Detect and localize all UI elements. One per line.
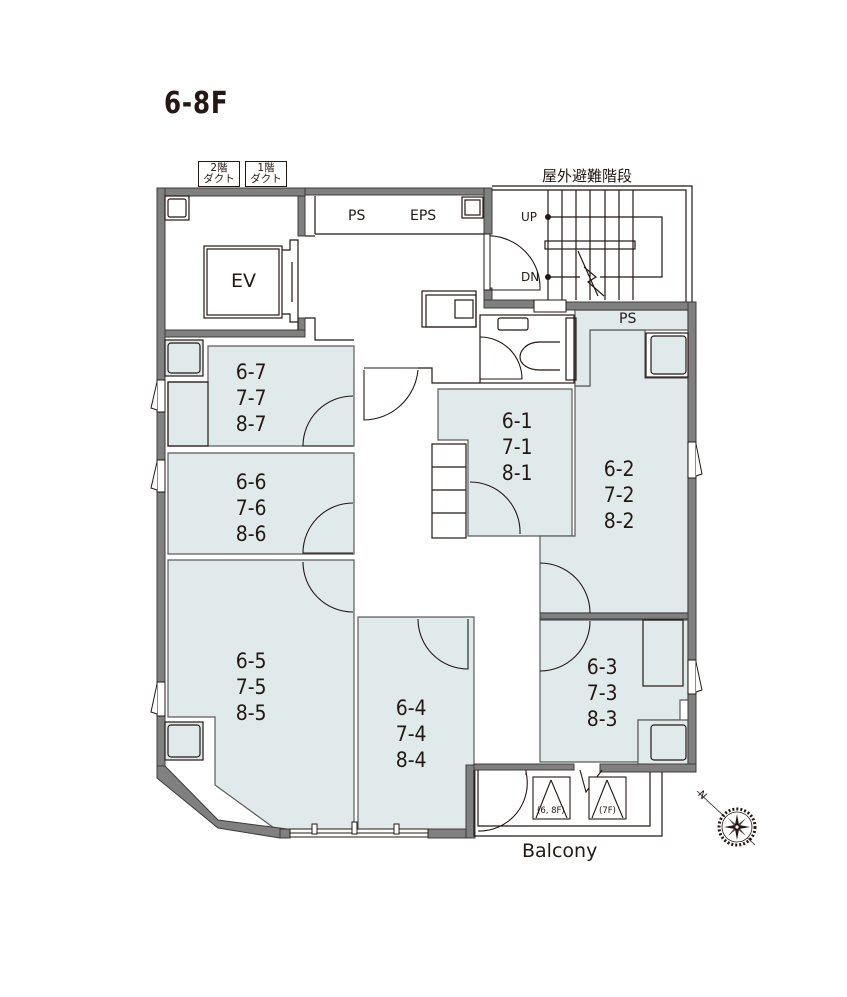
balcony-label: Balcony xyxy=(522,840,598,862)
elevator-label: EV xyxy=(231,270,257,292)
outdoor-units xyxy=(532,776,627,820)
stair-down-label: DN xyxy=(521,270,540,284)
unit-3-label: 6-3 7-3 8-3 xyxy=(587,654,618,732)
unit-4-label: 6-4 7-4 8-4 xyxy=(396,695,427,773)
white-boxes xyxy=(164,195,484,221)
unit-2-floor7: 7-2 xyxy=(603,483,635,507)
ps-label: PS xyxy=(348,208,366,224)
compass-icon xyxy=(696,790,757,847)
duct-1f-label-2: ダクト xyxy=(250,173,282,185)
unit-fills xyxy=(167,309,689,837)
windows xyxy=(150,233,703,838)
stair-down-marker xyxy=(545,274,551,280)
duct-2f: 2階 ダクト xyxy=(198,161,240,187)
duct-2f-label-2: ダクト xyxy=(203,173,235,185)
unit-4-floor7: 7-4 xyxy=(395,722,427,746)
unit-2-label: 6-2 7-2 8-2 xyxy=(604,456,635,534)
outdoor-unit-label-6-8f: (6, 8F) xyxy=(537,806,565,816)
unit-5-label: 6-5 7-5 8-5 xyxy=(236,648,267,726)
unit-3-floor7: 7-3 xyxy=(586,681,618,705)
eps-label: EPS xyxy=(410,208,437,224)
stair-up-label: UP xyxy=(521,210,538,224)
unit-1-label: 6-1 7-1 8-1 xyxy=(502,408,533,486)
unit-2-floor6: 6-2 xyxy=(603,457,635,481)
unit-1-floor7: 7-1 xyxy=(501,435,533,459)
unit-5-floor7: 7-5 xyxy=(235,675,267,699)
unit-2-floor8: 8-2 xyxy=(603,509,635,533)
unit-7-floor7: 7-7 xyxy=(235,386,267,410)
unit-4-floor8: 8-4 xyxy=(395,748,427,772)
duct-1f: 1階 ダクト xyxy=(245,161,287,187)
unit-5-floor8: 8-5 xyxy=(235,701,267,725)
unit-5-floor6: 6-5 xyxy=(235,649,267,673)
partitions xyxy=(167,185,693,837)
unit-1-floor8: 8-1 xyxy=(501,461,533,485)
unit-4-floor6: 6-4 xyxy=(395,696,427,720)
unit-7-floor6: 6-7 xyxy=(235,360,267,384)
outdoor-unit-label-7f: (7F) xyxy=(599,806,616,816)
stair-up-marker xyxy=(545,214,551,220)
unit-6-floor7: 7-6 xyxy=(235,496,267,520)
unit-7-floor8: 8-7 xyxy=(235,412,267,436)
floor-title: 6-8F xyxy=(164,86,229,121)
shaft-boxes xyxy=(164,335,687,761)
unit-7-label: 6-7 7-7 8-7 xyxy=(236,359,267,437)
duct-1f-label-1: 1階 xyxy=(257,162,275,174)
unit-6-floor6: 6-6 xyxy=(235,470,267,494)
outdoor-stair-label: 屋外避難階段 xyxy=(542,167,633,185)
duct-2f-label-1: 2階 xyxy=(210,162,228,174)
unit-3-floor8: 8-3 xyxy=(586,707,618,731)
unit-3-floor6: 6-3 xyxy=(586,655,618,679)
exterior-walls xyxy=(156,187,697,839)
ps-right-label: PS xyxy=(619,311,637,327)
unit-6-floor8: 8-6 xyxy=(235,522,267,546)
unit-6-label: 6-6 7-6 8-6 xyxy=(236,469,267,547)
unit-1-floor6: 6-1 xyxy=(501,409,533,433)
